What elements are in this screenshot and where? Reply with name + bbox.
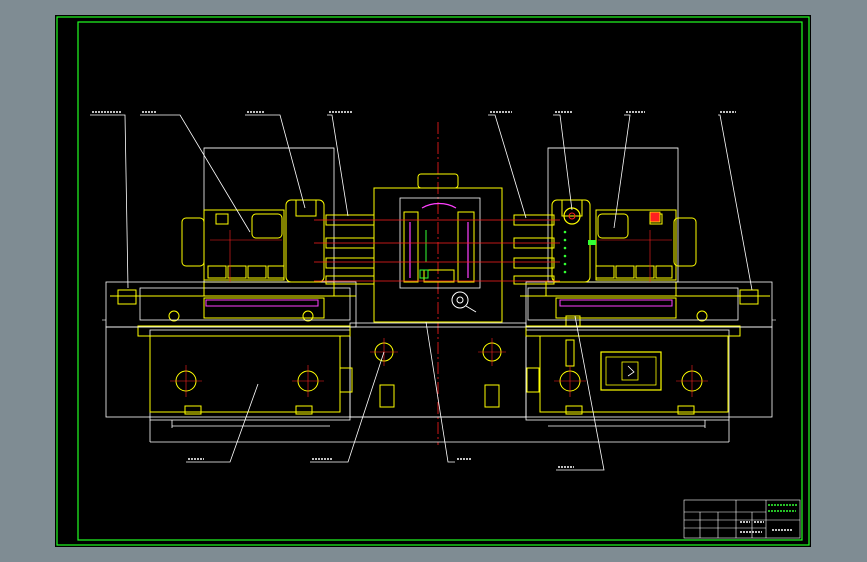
title-block-green-note: [768, 504, 798, 512]
slide-magenta: [205, 299, 673, 307]
fixture-magenta: [409, 202, 469, 278]
fixture-yellow: [373, 173, 503, 323]
leader-labels: [92, 111, 736, 468]
leader-lines: [90, 114, 753, 471]
right-green-dots: [563, 230, 596, 274]
spindle-centerlines: [314, 219, 560, 282]
title-block: [683, 499, 801, 539]
hand-wheel-icon: [451, 291, 477, 313]
machine-base: [105, 322, 773, 443]
title-block-cells: [740, 521, 792, 533]
outer-frame: [56, 16, 810, 546]
head-red-detail: [210, 230, 672, 282]
control-box-icon: [600, 351, 662, 391]
bed-bodies: [137, 315, 741, 415]
base-port-centerlines: [170, 338, 708, 397]
fixture-green: [419, 230, 429, 279]
dimension-lines: [102, 147, 776, 321]
inner-frame: [77, 21, 803, 541]
